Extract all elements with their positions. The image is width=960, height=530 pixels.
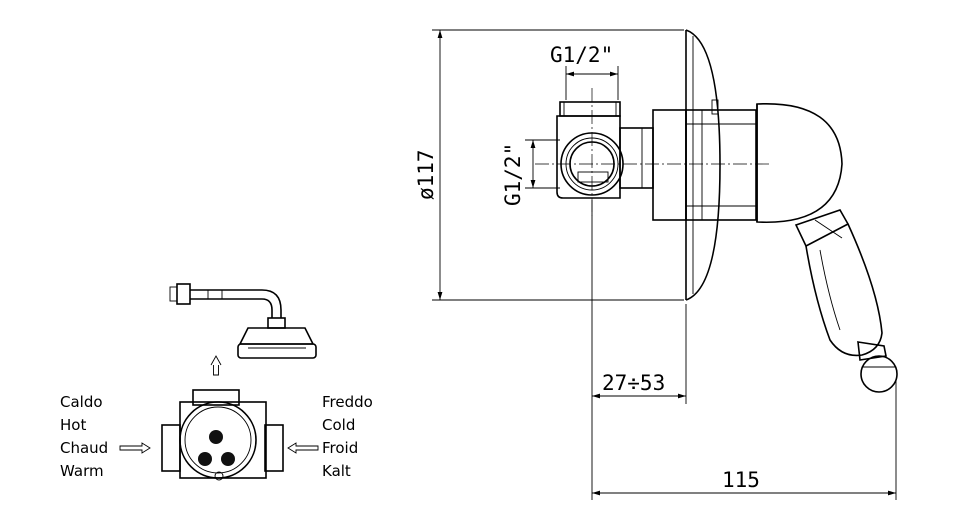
mixer-body-top-view [161,389,284,481]
handle-cap [756,103,843,224]
lever-handle [794,209,898,393]
wall-plate [685,29,721,301]
valve-body [556,101,757,221]
label-cold-de: Kalt [322,462,351,480]
hot-inlet-labels: Caldo Hot Chaud Warm [60,393,108,480]
centre-lines [535,88,770,216]
label-hot-en: Hot [60,416,86,434]
label-total-length: 115 [722,468,760,492]
up-outlet-arrow-icon [210,355,222,376]
label-thread-vertical: G1/2" [501,143,525,206]
cold-inlet-labels: Freddo Cold Froid Kalt [322,393,373,480]
label-hot-fr: Chaud [60,439,108,457]
dim-thread-horizontal: G1/2" [550,43,619,100]
shower-arm-and-head [169,283,317,359]
cold-inlet-arrow-icon [287,442,319,454]
label-hot-it: Caldo [60,393,103,411]
dim-diameter: ø117 [414,29,684,301]
label-depth-range: 27÷53 [602,371,665,395]
dim-thread-vertical: G1/2" [501,139,560,206]
label-cold-en: Cold [322,416,355,434]
hot-inlet-arrow-icon [119,442,151,454]
label-cold-it: Freddo [322,393,373,411]
dim-depth-range: 27÷53 [591,200,687,500]
label-cold-fr: Froid [322,439,358,457]
label-diameter: ø117 [414,149,438,200]
dim-total-length: 115 [592,380,897,500]
label-thread-horizontal: G1/2" [550,43,613,67]
label-hot-de: Warm [60,462,104,480]
